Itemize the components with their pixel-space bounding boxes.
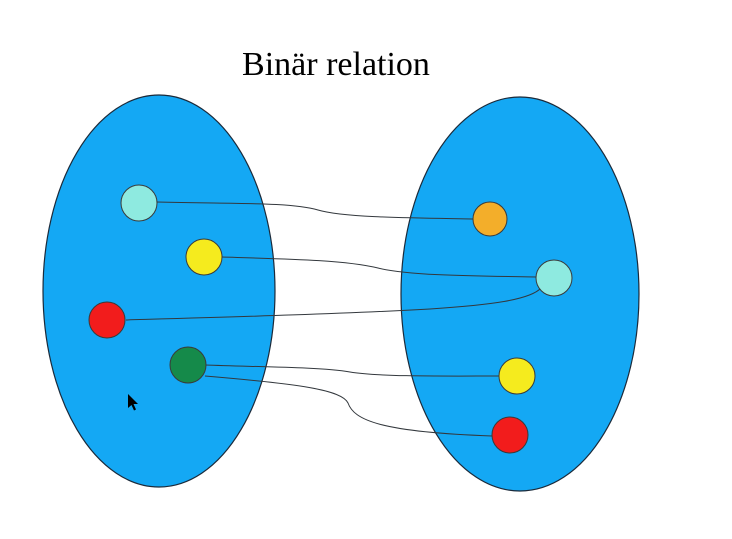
- relation-edge-left-green-right-yellow: [204, 364, 500, 377]
- relation-edges: [125, 201, 542, 437]
- diagram-title: Binär relation: [242, 46, 430, 83]
- node-right-red: [491, 416, 529, 454]
- codomain-set: [400, 96, 640, 492]
- mouse-cursor-icon: [128, 394, 138, 411]
- domain-set: [42, 94, 276, 488]
- node-left-yellow: [185, 238, 223, 276]
- relation-edge-left-cyan-right-orange: [156, 201, 475, 220]
- node-left-cyan: [120, 184, 158, 222]
- sets-layer: [42, 94, 640, 492]
- node-right-yellow: [498, 357, 536, 395]
- node-right-orange: [472, 201, 508, 237]
- relation-edge-left-yellow-right-cyan: [221, 256, 538, 278]
- node-left-red: [88, 301, 126, 339]
- relation-edge-left-green-right-red: [204, 375, 493, 437]
- element-nodes: [88, 184, 573, 454]
- relation-edge-left-red-right-cyan: [125, 287, 542, 321]
- node-right-cyan: [535, 259, 573, 297]
- node-left-green: [169, 346, 207, 384]
